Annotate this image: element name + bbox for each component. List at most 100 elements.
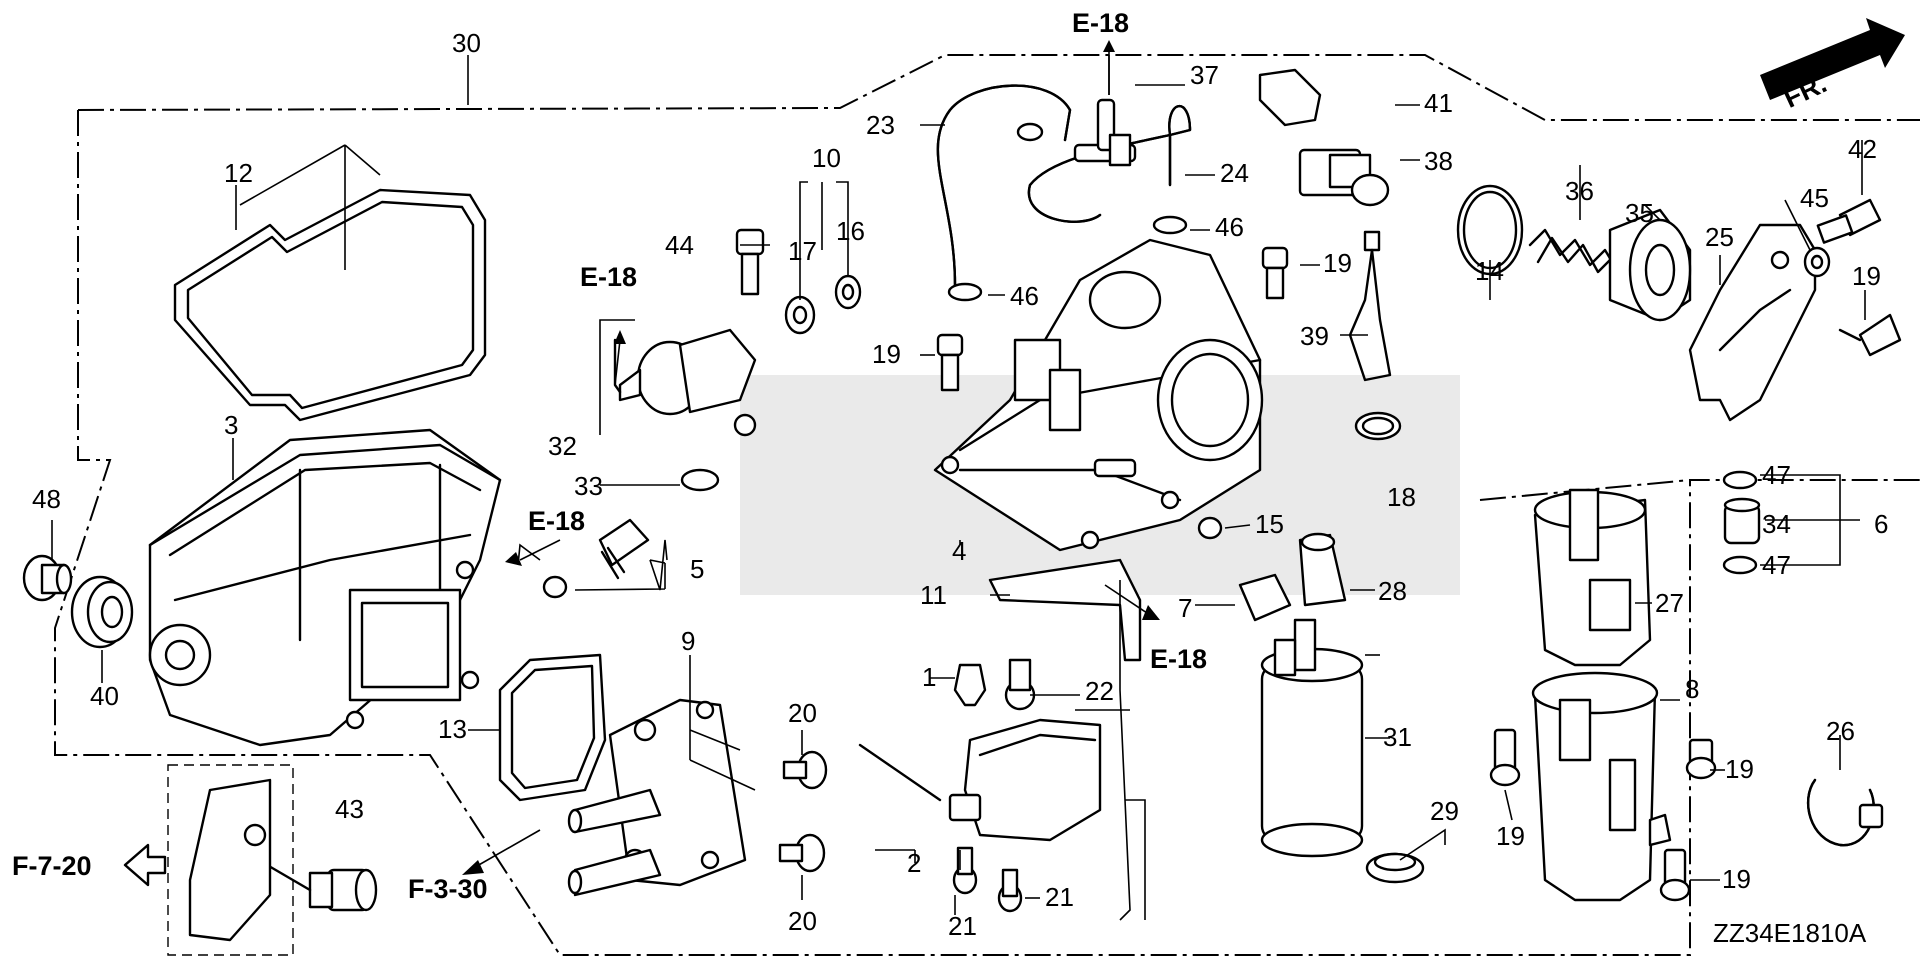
part-7-clip <box>1238 573 1292 622</box>
label-32: 32 <box>548 431 577 461</box>
part-15-seal <box>1197 516 1223 540</box>
part-47-oring-b <box>1722 555 1758 575</box>
part-1-sensor <box>953 663 987 707</box>
part-21-bolt-a <box>952 846 978 895</box>
label-39: 39 <box>1300 321 1329 351</box>
ref-f330: F-3-30 <box>408 874 488 904</box>
part-19-bolt-a <box>936 333 964 392</box>
label-10: 10 <box>812 143 841 173</box>
label-12: 12 <box>224 158 253 188</box>
label-24: 24 <box>1220 158 1249 188</box>
label-1: 1 <box>922 662 936 692</box>
part-14-oring <box>1456 184 1524 276</box>
label-17: 17 <box>788 236 817 266</box>
ref-e18-left: E-18 <box>580 262 637 292</box>
part-28-grommet <box>1298 532 1347 607</box>
bracket <box>188 778 272 942</box>
part-8-cup <box>1531 671 1672 902</box>
part-18-oring <box>1354 411 1402 441</box>
label-9: 9 <box>681 626 695 656</box>
part-19-bolt-d <box>1489 728 1521 787</box>
part-9-cover <box>567 698 747 897</box>
part-19-bolt-c <box>1838 313 1902 357</box>
front-direction-arrow <box>1760 18 1905 100</box>
leader-lines <box>51 55 1866 921</box>
label-19d: 19 <box>1725 754 1754 784</box>
label-47a: 47 <box>1762 460 1791 490</box>
label-40: 40 <box>90 681 119 711</box>
part-22-bolt <box>1004 658 1036 711</box>
diagram-code: ZZ34E1810A <box>1713 918 1867 948</box>
label-4: 4 <box>952 536 966 566</box>
label-25: 25 <box>1705 222 1734 252</box>
label-44: 44 <box>665 230 694 260</box>
label-20b: 20 <box>788 906 817 936</box>
part-19-bolt-e <box>1685 738 1717 780</box>
part-43-bolt <box>260 860 378 912</box>
label-14: 14 <box>1475 256 1504 286</box>
part-32-regulator <box>613 328 757 492</box>
part-4-throttle-body <box>933 238 1264 552</box>
part-34-seal <box>1723 497 1761 545</box>
part-19-bolt-f <box>1659 848 1691 902</box>
label-19c: 19 <box>1852 261 1881 291</box>
label-43: 43 <box>335 794 364 824</box>
label-34: 34 <box>1762 509 1791 539</box>
part-40-grommet <box>70 575 134 649</box>
label-46b: 46 <box>1215 212 1244 242</box>
part-labels: 30 12 3 48 40 13 9 20 20 43 5 32 33 10 1… <box>32 28 1888 941</box>
part-13-gasket <box>498 653 607 802</box>
part-5-plug <box>542 518 650 599</box>
label-29: 29 <box>1430 796 1459 826</box>
part-35-filter <box>1608 208 1692 322</box>
label-26: 26 <box>1826 716 1855 746</box>
label-23: 23 <box>866 110 895 140</box>
part-20-bolt-a <box>782 750 828 790</box>
label-46a: 46 <box>1010 281 1039 311</box>
label-31: 31 <box>1383 722 1412 752</box>
part-26-band <box>1806 778 1884 847</box>
label-28: 28 <box>1378 576 1407 606</box>
part-25-cover <box>1688 223 1817 422</box>
part-46-clip-a <box>947 282 983 302</box>
part-37-tee <box>1073 98 1137 167</box>
label-22: 22 <box>1085 676 1114 706</box>
label-6: 6 <box>1874 509 1888 539</box>
label-36: 36 <box>1565 176 1594 206</box>
label-48: 48 <box>32 484 61 514</box>
ref-e18-right: E-18 <box>1150 644 1207 674</box>
label-21a: 21 <box>948 911 977 941</box>
ref-f720: F-7-20 <box>12 851 92 881</box>
part-48-plug <box>22 554 73 602</box>
part-20-bolt-b <box>778 833 826 873</box>
label-27: 27 <box>1655 588 1684 618</box>
ref-e18-top: E-18 <box>1072 8 1129 38</box>
part-16-washer <box>834 274 862 310</box>
part-31-fuel-pump <box>1260 618 1364 858</box>
ref-labels: E-18 E-18 E-18 E-18 F-7-20 F-3-30 FR. ZZ… <box>12 8 1867 948</box>
part-21-bolt-b <box>997 868 1023 913</box>
label-45: 45 <box>1800 183 1829 213</box>
label-7: 7 <box>1178 593 1192 623</box>
ref-arrows <box>123 40 1160 887</box>
label-38: 38 <box>1424 146 1453 176</box>
label-8: 8 <box>1685 674 1699 704</box>
ref-e18-mid: E-18 <box>528 506 585 536</box>
label-19f: 19 <box>1722 864 1751 894</box>
part-45-washer <box>1803 246 1831 278</box>
part-19-bolt-b <box>1261 246 1289 300</box>
label-35: 35 <box>1625 198 1654 228</box>
part-3-housing <box>148 428 502 747</box>
label-19a: 19 <box>872 339 901 369</box>
label-19b: 19 <box>1323 248 1352 278</box>
label-16: 16 <box>836 216 865 246</box>
label-33: 33 <box>574 471 603 501</box>
label-20a: 20 <box>788 698 817 728</box>
label-21b: 21 <box>1045 882 1074 912</box>
label-3: 3 <box>224 410 238 440</box>
label-11: 11 <box>920 580 947 610</box>
part-11-bracket <box>988 558 1142 662</box>
label-41: 41 <box>1424 88 1453 118</box>
label-15: 15 <box>1255 509 1284 539</box>
